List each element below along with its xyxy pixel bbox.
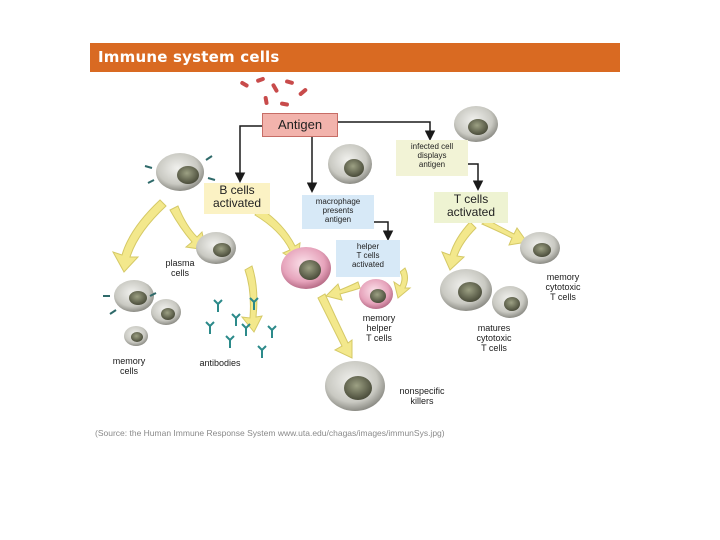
b-cells-line-2: activated: [212, 196, 262, 210]
helper-line-2: T cells: [356, 251, 380, 260]
antibodies-group: [205, 297, 277, 358]
infected-cell-displays-antigen-box: infected cell displays antigen: [396, 140, 468, 176]
page-title: Immune system cells: [98, 48, 280, 66]
helper-line-3: activated: [351, 260, 385, 269]
memory-helper-line-1: memory: [362, 313, 396, 323]
nonspecific-killers-label: nonspecific killers: [394, 386, 450, 406]
matures-cytotoxic-t-cells-label: matures cytotoxic T cells: [466, 323, 522, 353]
t-cells-line-1: T cells: [453, 192, 489, 206]
macrophage-line-3: antigen: [324, 215, 352, 224]
b-cells-line-1: B cells: [219, 183, 255, 197]
memory-cytotoxic-line-3: T cells: [550, 292, 576, 302]
memory-helper-line-2: helper: [366, 323, 392, 333]
macrophage-cell: [328, 144, 372, 184]
b-cell: [144, 153, 216, 191]
matures-line-3: T cells: [481, 343, 507, 353]
memory-cells-label: memory cells: [104, 356, 154, 376]
infected-line-1: infected cell: [410, 142, 454, 151]
b-cells-activated-box: B cells activated: [204, 183, 270, 214]
memory-helper-t-cells-label: memory helper T cells: [356, 313, 402, 343]
helper-line-1: helper: [356, 242, 380, 251]
header-bar: Immune system cells: [90, 43, 620, 72]
infected-cell: [454, 106, 498, 142]
memory-cells-line-1: memory: [112, 356, 146, 366]
matures-line-1: matures: [477, 323, 511, 333]
nonspecific-killer-cell: [325, 361, 385, 411]
macrophage-line-1: macrophage: [315, 197, 361, 206]
memory-cytotoxic-line-1: memory: [546, 272, 580, 282]
helper-t-cell: [281, 247, 331, 289]
macrophage-presents-antigen-box: macrophage presents antigen: [302, 195, 374, 229]
nonspecific-line-1: nonspecific: [399, 386, 445, 396]
plasma-cell: [196, 232, 236, 264]
mature-cytotoxic-t-cells: [440, 269, 528, 318]
infected-line-2: displays: [417, 151, 447, 160]
memory-cytotoxic-line-2: cytotoxic: [545, 282, 581, 292]
source-caption: (Source: the Human Immune Response Syste…: [95, 428, 445, 438]
t-cells-activated-box: T cells activated: [434, 192, 508, 223]
memory-helper-t-cell: [359, 279, 393, 309]
bacteria-group: [240, 76, 308, 107]
memory-cytotoxic-t-cell: [520, 232, 560, 264]
antigen-box: Antigen: [262, 113, 338, 137]
memory-cells-line-2: cells: [119, 366, 138, 376]
matures-line-2: cytotoxic: [476, 333, 512, 343]
plasma-cells-line-1: plasma: [165, 258, 195, 268]
macrophage-line-2: presents: [322, 206, 354, 215]
plasma-cells-label: plasma cells: [160, 258, 200, 278]
infected-line-3: antigen: [418, 160, 446, 169]
t-cells-line-2: activated: [446, 205, 496, 219]
plasma-cells-line-2: cells: [170, 268, 189, 278]
helper-t-cells-activated-box: helper T cells activated: [336, 240, 400, 277]
yellow-arrows: [111, 199, 528, 359]
memory-helper-line-3: T cells: [366, 333, 392, 343]
black-arrows: [234, 121, 484, 241]
memory-cells-group: [103, 280, 181, 346]
antibodies-label: antibodies: [199, 358, 241, 368]
nonspecific-line-2: killers: [410, 396, 434, 406]
memory-cytotoxic-t-cells-label: memory cytotoxic T cells: [536, 272, 590, 302]
